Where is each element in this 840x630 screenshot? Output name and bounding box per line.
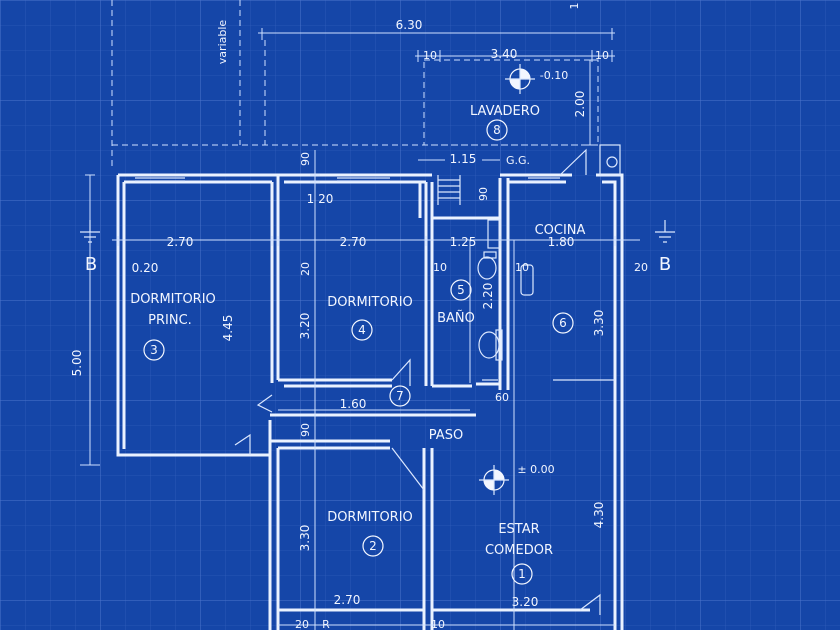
estar-number: 1 — [518, 567, 526, 581]
r-label: R — [322, 618, 330, 630]
paso-label: PASO — [429, 428, 463, 443]
dim-120: 1 20 — [307, 192, 334, 206]
dim-115: 1.15 — [450, 152, 477, 166]
dimension-texts: 6.30 3.40 10 10 2.00 1.15 90 90 1 20 2.7… — [70, 3, 648, 630]
dim-60: 60 — [495, 391, 509, 404]
windows — [135, 175, 560, 205]
dim-10d: 10 — [515, 261, 529, 274]
variable-label: variable — [216, 20, 229, 65]
dim-500: 5.00 — [70, 350, 84, 377]
dimension-lines — [80, 28, 640, 630]
dorm-2-label: DORMITORIO — [327, 510, 413, 525]
paso-number: 7 — [396, 389, 404, 403]
dorm-2-number: 2 — [369, 539, 377, 553]
dim-330a: 3.30 — [592, 310, 606, 337]
cocina-number: 6 — [559, 316, 567, 330]
section-left-label: B — [85, 254, 97, 275]
bano-number: 5 — [457, 283, 465, 297]
bano-label: BAÑO — [437, 310, 475, 326]
dim-270a: 2.70 — [167, 235, 194, 249]
dim-90a: 90 — [299, 152, 312, 166]
dorm-princ-label-2: PRINC. — [148, 313, 192, 328]
dorm-4-label: DORMITORIO — [327, 295, 413, 310]
dim-445: 4.45 — [221, 315, 235, 342]
walls — [116, 173, 624, 630]
dim-270b: 2.70 — [340, 235, 367, 249]
dim-125: 1.25 — [450, 235, 477, 249]
section-markers — [80, 220, 675, 243]
dim-340: 3.40 — [491, 47, 518, 61]
level-marker-lavadero — [505, 64, 535, 94]
dim-90c: 90 — [299, 423, 312, 437]
dim-320: 3.20 — [298, 313, 312, 340]
dim-20d: 20 — [295, 618, 309, 630]
dorm-princ-number: 3 — [150, 343, 158, 357]
dim-1: 1 — [568, 3, 581, 10]
lavadero-number: 8 — [493, 123, 501, 137]
level-main-label: ± 0.00 — [517, 463, 554, 476]
dim-630: 6.30 — [396, 18, 423, 32]
fixtures — [477, 144, 621, 381]
dim-10a: 10 — [423, 49, 437, 62]
room-number-circles — [143, 119, 574, 585]
doors — [234, 148, 601, 615]
cocina-label: COCINA — [535, 223, 586, 238]
dim-20a: 20 — [299, 262, 312, 276]
dim-330b: 3.30 — [298, 525, 312, 552]
gg-label: G.G. — [506, 154, 530, 167]
dorm-4-number: 4 — [358, 323, 366, 337]
level-lav-label: -0.10 — [540, 69, 568, 82]
estar-label: ESTAR — [498, 522, 539, 537]
dim-10e: 10 — [431, 618, 445, 630]
dim-430: 4.30 — [592, 502, 606, 529]
dim-270c: 2.70 — [334, 593, 361, 607]
dim-200: 2.00 — [573, 91, 587, 118]
dim-10c: 10 — [433, 261, 447, 274]
dim-20b: 20 — [634, 261, 648, 274]
dim-160: 1.60 — [340, 397, 367, 411]
estar-label-2: COMEDOR — [485, 543, 553, 558]
dim-10b: 10 — [595, 49, 609, 62]
lavadero-label: LAVADERO — [470, 104, 540, 119]
dim-90b: 90 — [477, 187, 490, 201]
dim-020: 0.20 — [132, 261, 159, 275]
level-marker-main — [479, 465, 509, 495]
dim-220: 2.20 — [481, 283, 495, 310]
section-right-label: B — [659, 254, 671, 275]
dashed-outlines — [111, 0, 620, 170]
dim-180: 1.80 — [548, 235, 575, 249]
dim-320b: 3.20 — [512, 595, 539, 609]
dorm-princ-label: DORMITORIO — [130, 292, 216, 307]
